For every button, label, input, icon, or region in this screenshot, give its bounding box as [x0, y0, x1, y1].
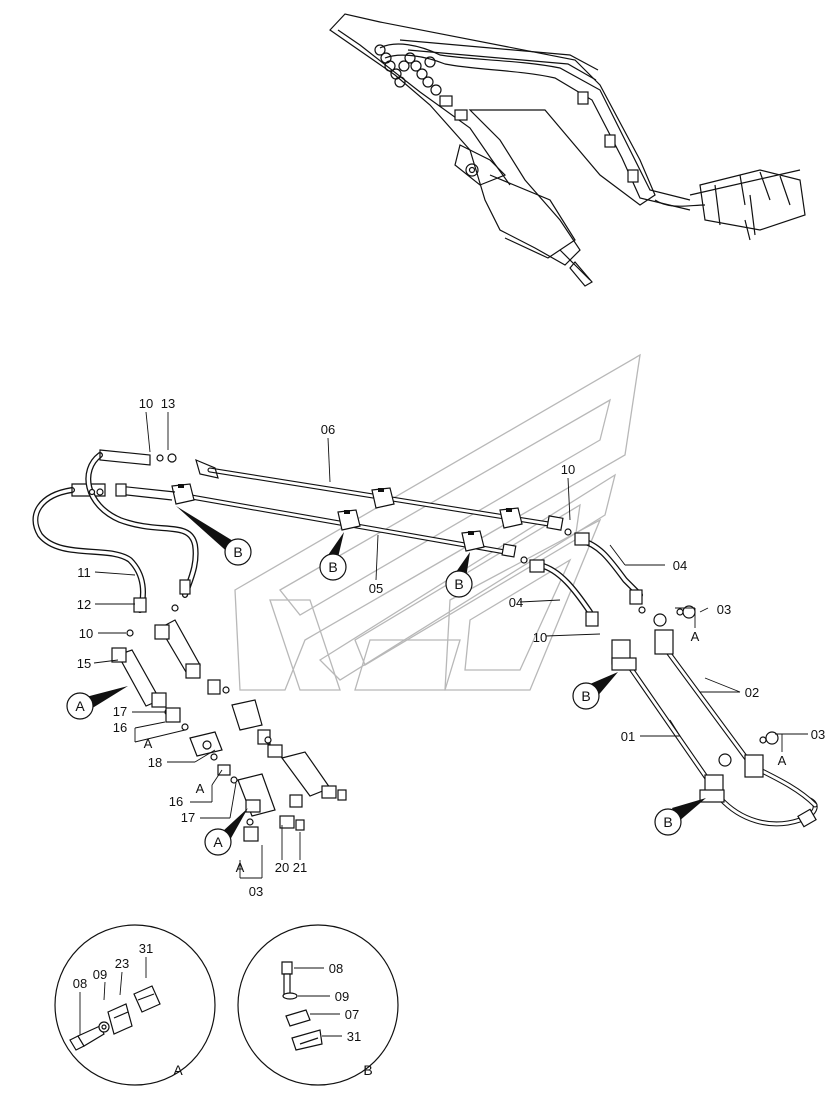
callout-03: 03	[249, 884, 263, 899]
callout-01: 01	[621, 729, 635, 744]
hose-04	[520, 528, 643, 627]
breaker-tool	[654, 169, 806, 241]
marker-b-1: B	[224, 538, 252, 566]
detail-a-callout-09: 09	[93, 967, 107, 982]
callout-17: 17	[113, 704, 127, 719]
detail-a-callout-31: 31	[139, 941, 153, 956]
detail-b-callout-07: 07	[345, 1007, 359, 1022]
callout-a: A	[778, 753, 787, 768]
callout-02: 02	[745, 685, 759, 700]
callout-03: 03	[717, 602, 731, 617]
detail-a-caption: A	[173, 1062, 183, 1078]
boom-hose-coil	[374, 44, 442, 96]
callout-10: 10	[79, 626, 93, 641]
excavator-boom-illustration	[329, 13, 806, 287]
pipe-clamp	[171, 483, 523, 552]
marker-label: B	[233, 544, 242, 560]
marker-b-4: B	[572, 682, 600, 710]
callout-15: 15	[77, 656, 91, 671]
part-callouts: 10 13 06 10 04 11 12 10 15 05 04 03 A 10…	[77, 396, 825, 899]
callout-a: A	[144, 736, 153, 751]
callout-18: 18	[148, 755, 162, 770]
detail-a-callout-23: 23	[115, 956, 129, 971]
leader-lines	[93, 411, 808, 879]
callout-10: 10	[533, 630, 547, 645]
callout-21: 21	[293, 860, 307, 875]
callout-a: A	[691, 629, 700, 644]
callout-10: 10	[139, 396, 153, 411]
callout-04: 04	[509, 595, 523, 610]
callout-04: 04	[673, 558, 687, 573]
callout-10: 10	[561, 462, 575, 477]
marker-label: B	[581, 688, 590, 704]
callout-06: 06	[321, 422, 335, 437]
detail-b-callout-08: 08	[329, 961, 343, 976]
hose-12	[85, 449, 199, 598]
detail-b-callout-31: 31	[347, 1029, 361, 1044]
watermark-logo	[234, 353, 641, 691]
callout-a: A	[236, 860, 245, 875]
callout-13: 13	[161, 396, 175, 411]
marker-b-3: B	[445, 570, 473, 598]
detail-b-view: 08 09 07 31 B	[237, 924, 399, 1086]
marker-a-1: A	[66, 692, 94, 720]
marker-pointers	[82, 506, 706, 840]
marker-label: A	[75, 698, 85, 714]
marker-b-2: B	[319, 553, 347, 581]
marker-label: B	[663, 814, 672, 830]
callout-05: 05	[369, 581, 383, 596]
callout-16: 16	[113, 720, 127, 735]
detail-a-view: 08 09 23 31 A	[54, 924, 216, 1086]
upper-pipe-run	[115, 458, 564, 558]
callout-03: 03	[811, 727, 825, 742]
detail-a-callout-08: 08	[73, 976, 87, 991]
detail-b-callout-09: 09	[335, 989, 349, 1004]
left-fitting-chain	[111, 604, 347, 842]
marker-label: B	[454, 576, 463, 592]
callout-16: 16	[169, 794, 183, 809]
hose-11	[32, 483, 147, 613]
detail-b-caption: B	[363, 1062, 372, 1078]
marker-label: A	[213, 834, 223, 850]
callout-20: 20	[275, 860, 289, 875]
marker-label: B	[328, 559, 337, 575]
callout-a: A	[196, 781, 205, 796]
callout-17: 17	[181, 810, 195, 825]
callout-11: 11	[77, 565, 91, 580]
marker-b-5: B	[654, 808, 682, 836]
right-pipe-run	[611, 605, 818, 828]
marker-a-2: A	[204, 828, 232, 856]
callout-12: 12	[77, 597, 91, 612]
